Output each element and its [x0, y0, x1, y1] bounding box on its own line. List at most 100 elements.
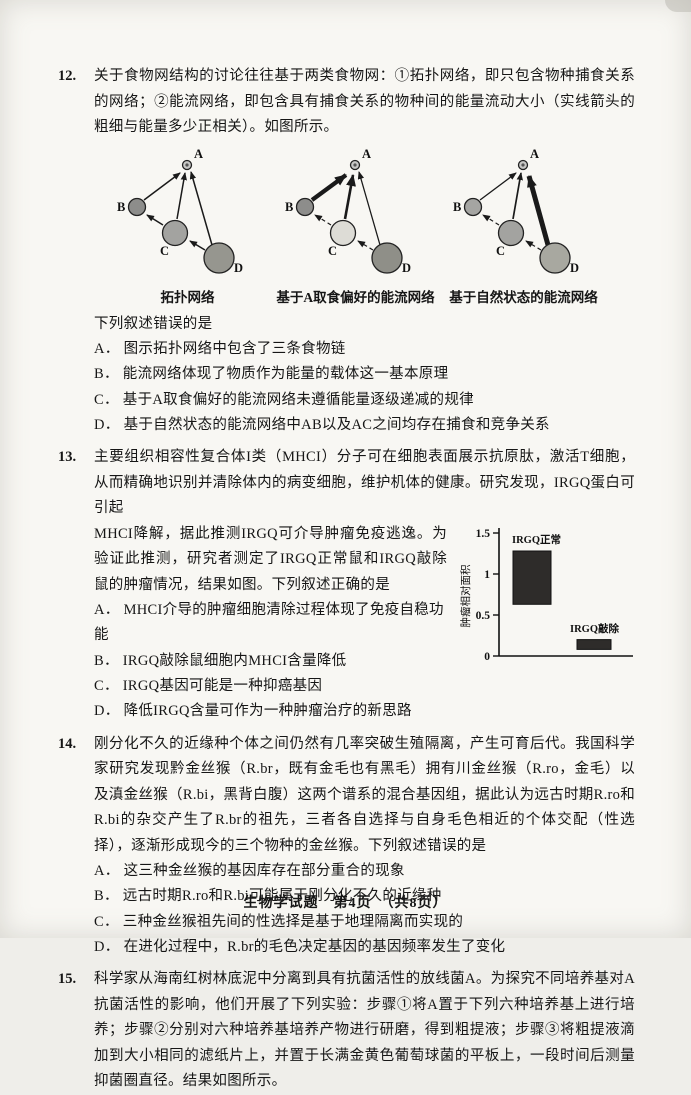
option-letter: B． — [94, 888, 119, 905]
food-web-natural-svg: A B C D — [453, 147, 579, 275]
question-12-stem: 关于食物网结构的讨论往往基于两类食物网：①拓扑网络，即只包含物种捕食关系的网络；… — [94, 68, 635, 135]
option-letter: A． — [94, 341, 120, 357]
option-letter: C． — [94, 391, 119, 408]
node-d-label: D — [402, 261, 411, 275]
question-13-option-a: A．MHCI介导的肿瘤细胞清除过程体现了免疫自稳功能 — [94, 598, 635, 649]
option-letter: B． — [94, 366, 119, 383]
option-text: 三种金丝猴祖先间的性选择是基于地理隔离而实现的 — [122, 913, 464, 930]
bar-irgq-knockout — [576, 638, 612, 650]
ytick-label-1: 1 — [484, 569, 490, 581]
option-text: IRGQ基因可能是一种抑癌基因 — [122, 678, 323, 695]
diagram-topology: A B C D 拓扑网络 — [106, 145, 270, 306]
diagram-topology-caption: 拓扑网络 — [160, 289, 215, 305]
bar-irgq-normal — [512, 550, 552, 605]
option-text: 这三种金丝猴的基因库存在部分重合的现象 — [123, 863, 405, 880]
option-letter: C． — [94, 678, 119, 695]
exam-page: 12. 关于食物网结构的讨论往往基于两类食物网：①拓扑网络，即只包含物种捕食关系… — [58, 0, 691, 1090]
node-c-label: C — [496, 244, 505, 258]
arrow-d-to-c — [188, 239, 205, 251]
option-text: 基于自然状态的能流网络中AB以及AC之间均存在捕食和竞争关系 — [123, 416, 550, 433]
node-d — [538, 241, 571, 274]
node-b-label: B — [285, 200, 293, 214]
question-12-prompt: 下列叙述错误的是 — [94, 315, 213, 332]
question-14: 14. 刚分化不久的近缘种个体之间仍然有几率突破生殖隔离，产生可育后代。我国科学… — [58, 732, 635, 961]
series-label-knockout: IRGQ敲除 — [570, 622, 620, 635]
node-a-label: A — [194, 147, 203, 161]
option-text: IRGQ敲除鼠细胞内MHCI含量降低 — [122, 652, 347, 669]
node-b-label: B — [117, 200, 125, 214]
question-12-option-d: D．基于自然状态的能流网络中AB以及AC之间均存在捕食和竞争关系 — [94, 413, 635, 438]
diagram-energy-preference-caption: 基于A取食偏好的能流网络 — [276, 289, 435, 305]
option-text: 在进化过程中，R.br的毛色决定基因的基因频率发生了变化 — [123, 939, 506, 956]
question-13-option-c: C．IRGQ基因可能是一种抑癌基因 — [94, 674, 635, 699]
question-15-number: 15. — [58, 971, 77, 988]
diagram-energy-preference: A B C D 基于A取食偏好的能流网络 — [274, 145, 438, 306]
series-label-normal: IRGQ正常 — [512, 533, 561, 546]
scan-smudge — [665, 0, 691, 12]
node-c-label: C — [160, 244, 169, 258]
page-footer: 生物学试题 第4页 （共8页） — [243, 896, 448, 911]
arrow-c-to-a-medium — [343, 173, 356, 219]
question-12: 12. 关于食物网结构的讨论往往基于两类食物网：①拓扑网络，即只包含物种捕食关系… — [58, 64, 635, 438]
arrow-c-to-b — [145, 213, 163, 226]
option-letter: D． — [94, 416, 120, 433]
arrow-b-to-a-thick — [310, 172, 347, 202]
option-text: 降低IRGQ含量可作为一种肿瘤治疗的新思路 — [123, 703, 412, 720]
node-b — [295, 197, 314, 216]
node-c — [497, 219, 524, 246]
option-text: 能流网络体现了物质作为能量的载体这一基本原理 — [122, 366, 449, 383]
question-15: 15. 科学家从海南红树林底泥中分离到具有抗菌活性的放线菌A。为探究不同培养基对… — [58, 967, 635, 1095]
option-letter: B． — [94, 652, 119, 669]
food-web-topology-svg: A B C D — [117, 147, 243, 275]
arrow-d-to-c-dashed — [524, 239, 541, 251]
arrow-b-to-a — [143, 171, 181, 201]
ytick-label-15: 1.5 — [476, 528, 491, 540]
node-a-core — [184, 162, 189, 167]
question-14-option-b: B．远古时期R.ro和R.bi可能属于刚分化不久的近缘种 — [94, 884, 635, 909]
question-13-number: 13. — [58, 449, 77, 466]
question-13-stem-part2: MHCI降解，据此推测IRGQ可介导肿瘤免疫逃逸。为验证此推测，研究者测定了IR… — [94, 525, 447, 593]
question-15-stem: 科学家从海南红树林底泥中分离到具有抗菌活性的放线菌A。为探究不同培养基对A抗菌活… — [94, 971, 635, 1090]
node-b — [463, 197, 482, 216]
food-web-preference-svg: A B C D — [285, 147, 411, 275]
question-14-option-c: C．三种金丝猴祖先间的性选择是基于地理隔离而实现的 — [94, 910, 635, 935]
node-b — [127, 197, 146, 216]
node-a-core — [520, 162, 525, 167]
option-letter: D． — [94, 703, 120, 720]
arrow-c-to-a-medium — [511, 171, 523, 219]
node-a-label: A — [362, 147, 371, 161]
node-a-core — [352, 162, 357, 167]
arrow-b-to-a-thin — [479, 171, 517, 201]
option-letter: A． — [94, 863, 120, 880]
arrow-d-to-a-thick — [526, 174, 550, 246]
question-13-option-d: D．降低IRGQ含量可作为一种肿瘤治疗的新思路 — [94, 699, 635, 724]
node-d — [370, 241, 403, 274]
node-d-label: D — [234, 261, 243, 275]
arrow-d-to-a — [189, 170, 213, 245]
question-12-option-c: C．基于A取食偏好的能流网络未遵循能量逐级递减的规律 — [94, 388, 635, 413]
node-b-label: B — [453, 200, 461, 214]
question-14-number: 14. — [58, 735, 77, 752]
option-text: 图示拓扑网络中包含了三条食物链 — [123, 341, 346, 357]
question-14-option-d: D．在进化过程中，R.br的毛色决定基因的基因频率发生了变化 — [94, 935, 635, 960]
node-a-label: A — [530, 147, 539, 161]
question-13-option-b: B．IRGQ敲除鼠细胞内MHCI含量降低 — [94, 649, 635, 674]
node-d-label: D — [570, 261, 579, 275]
arrow-c-to-b-dashed — [313, 213, 331, 226]
diagram-energy-natural-caption: 基于自然状态的能流网络 — [449, 289, 598, 305]
node-d — [202, 241, 235, 274]
question-12-number: 12. — [58, 68, 77, 84]
node-c — [329, 219, 356, 246]
question-12-option-b: B．能流网络体现了物质作为能量的载体这一基本原理 — [94, 362, 635, 387]
diagram-energy-natural: A B C D 基于自然状态的能流网络 — [442, 145, 606, 306]
option-letter: C． — [94, 913, 119, 930]
y-axis-label: 肿瘤相对面积 — [459, 564, 472, 627]
option-text: 基于A取食偏好的能流网络未遵循能量逐级递减的规律 — [122, 391, 474, 408]
node-c-label: C — [328, 244, 337, 258]
question-13: 13. 主要组织相容性复合体I类（MHCI）分子可在细胞表面展示抗原肽，激活T细… — [58, 445, 635, 724]
question-13-stem-part1: 主要组织相容性复合体I类（MHCI）分子可在细胞表面展示抗原肽，激活T细胞，从而… — [94, 449, 635, 517]
option-letter: D． — [94, 939, 120, 956]
ytick-label-05: 0.5 — [476, 610, 491, 622]
option-text: MHCI介导的肿瘤细胞清除过程体现了免疫自稳功能 — [94, 602, 444, 644]
arrow-c-to-b-dashed — [481, 213, 499, 226]
